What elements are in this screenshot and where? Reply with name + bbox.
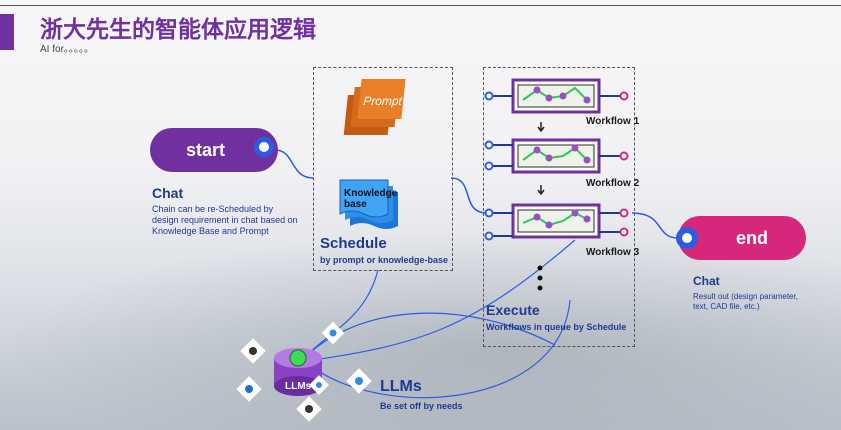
- end-chat-heading: Chat: [693, 274, 720, 288]
- execute-to-end-link: [631, 212, 679, 239]
- page-title: 浙大先生的智能体应用逻辑: [40, 17, 316, 43]
- schedule-heading: Schedule: [320, 235, 387, 252]
- start-chat-description: Chain can be re-Scheduled by design requ…: [152, 204, 298, 236]
- prompt-icon: Prompt: [343, 79, 406, 135]
- workflow-3-label: Workflow 3: [586, 247, 640, 258]
- workflow-ports: [484, 91, 629, 241]
- end-node[interactable]: end: [676, 216, 806, 260]
- page-subtitle: AI for。。。。。: [40, 44, 94, 55]
- start-to-schedule-link: [274, 149, 314, 179]
- end-port-icon: [676, 227, 698, 249]
- knowledge-base-label: Knowledge base: [344, 188, 398, 210]
- queue-arrows: [537, 122, 545, 196]
- execute-sub: Workflows in queue by Schedule: [486, 322, 627, 332]
- start-label: start: [186, 139, 226, 160]
- end-label: end: [736, 227, 769, 248]
- top-divider: [0, 5, 841, 6]
- llm-to-workflow-link: [299, 239, 576, 363]
- llm-loop-link: [309, 299, 571, 399]
- execute-heading: Execute: [486, 302, 540, 318]
- prompt-label: Prompt: [363, 94, 404, 108]
- llm-to-execute-link: [299, 312, 556, 363]
- workflow-2-label: Workflow 2: [586, 178, 640, 189]
- start-port-icon: [254, 137, 274, 157]
- schedule-box: [313, 67, 453, 271]
- workflow-1-label: Workflow 1: [586, 116, 640, 127]
- background-photo: [0, 230, 841, 430]
- title-accent-bar: [0, 14, 14, 50]
- workflow-3-graphic: [511, 203, 601, 239]
- llms-heading: LLMs: [380, 378, 422, 395]
- llm-hub-label: LLMs: [285, 381, 312, 392]
- llm-tiles: [236, 321, 372, 422]
- schedule-sub: by prompt or knowledge-base: [320, 255, 449, 265]
- start-chat-heading: Chat: [152, 185, 184, 201]
- llm-to-schedule-link: [299, 269, 379, 363]
- execute-box: [483, 67, 635, 347]
- start-node[interactable]: start: [150, 128, 278, 172]
- end-chat-description: Result out (design parameter, text, CAD …: [693, 292, 798, 311]
- knowledge-base-icon: [339, 179, 398, 229]
- workflow-2-graphic: [511, 138, 601, 174]
- llm-hub-icon: [274, 348, 322, 396]
- ellipsis-dots: [537, 265, 543, 291]
- schedule-to-execute-link: [450, 177, 488, 214]
- llms-sub: Be set off by needs: [380, 401, 463, 411]
- workflow-1-graphic: [511, 78, 601, 114]
